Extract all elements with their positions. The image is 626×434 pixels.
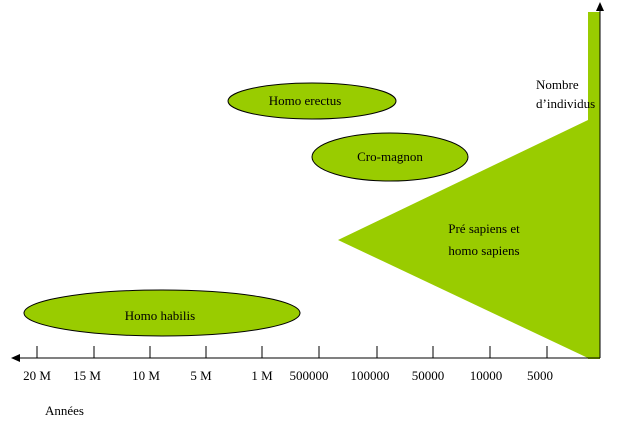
sapiens-label-line1: Pré sapiens et [448,221,520,236]
tick-label-1m: 1 M [251,368,273,383]
homo-habilis-ellipse [23,289,301,337]
tick-label-20m: 20 M [23,368,51,383]
cro-magnon-ellipse [311,132,469,182]
tick-label-5m: 5 M [190,368,212,383]
tick-label-15m: 15 M [73,368,101,383]
tick-label-10m: 10 M [132,368,160,383]
homo-habilis-shape: Homo habilis [23,289,301,337]
x-axis-label: Années [45,403,84,418]
sapiens-label-line2: homo sapiens [448,243,519,258]
tick-label-100000: 100000 [351,368,390,383]
cro-magnon-shape: Cro-magnon [311,132,469,182]
homo-erectus-shape: Homo erectus [227,82,397,120]
sapiens-bar [588,12,600,359]
tick-label-5000: 5000 [527,368,553,383]
y-axis-arrowhead [596,2,604,11]
homo-erectus-ellipse [227,82,397,120]
homo-habilis-label: Homo habilis [125,308,195,323]
sapiens-wedge [338,120,588,358]
tick-label-10000: 10000 [470,368,503,383]
cro-magnon-label: Cro-magnon [357,149,423,164]
homo-erectus-label: Homo erectus [269,93,342,108]
y-axis-label-line2: d’individus [536,96,595,111]
x-tick-labels: 20 M 15 M 10 M 5 M 1 M 500000 100000 500… [23,368,553,383]
x-ticks [36,346,548,358]
tick-label-50000: 50000 [412,368,445,383]
x-axis-arrowhead [11,354,20,362]
y-axis-label-line1: Nombre [536,77,579,92]
tick-label-500000: 500000 [290,368,329,383]
